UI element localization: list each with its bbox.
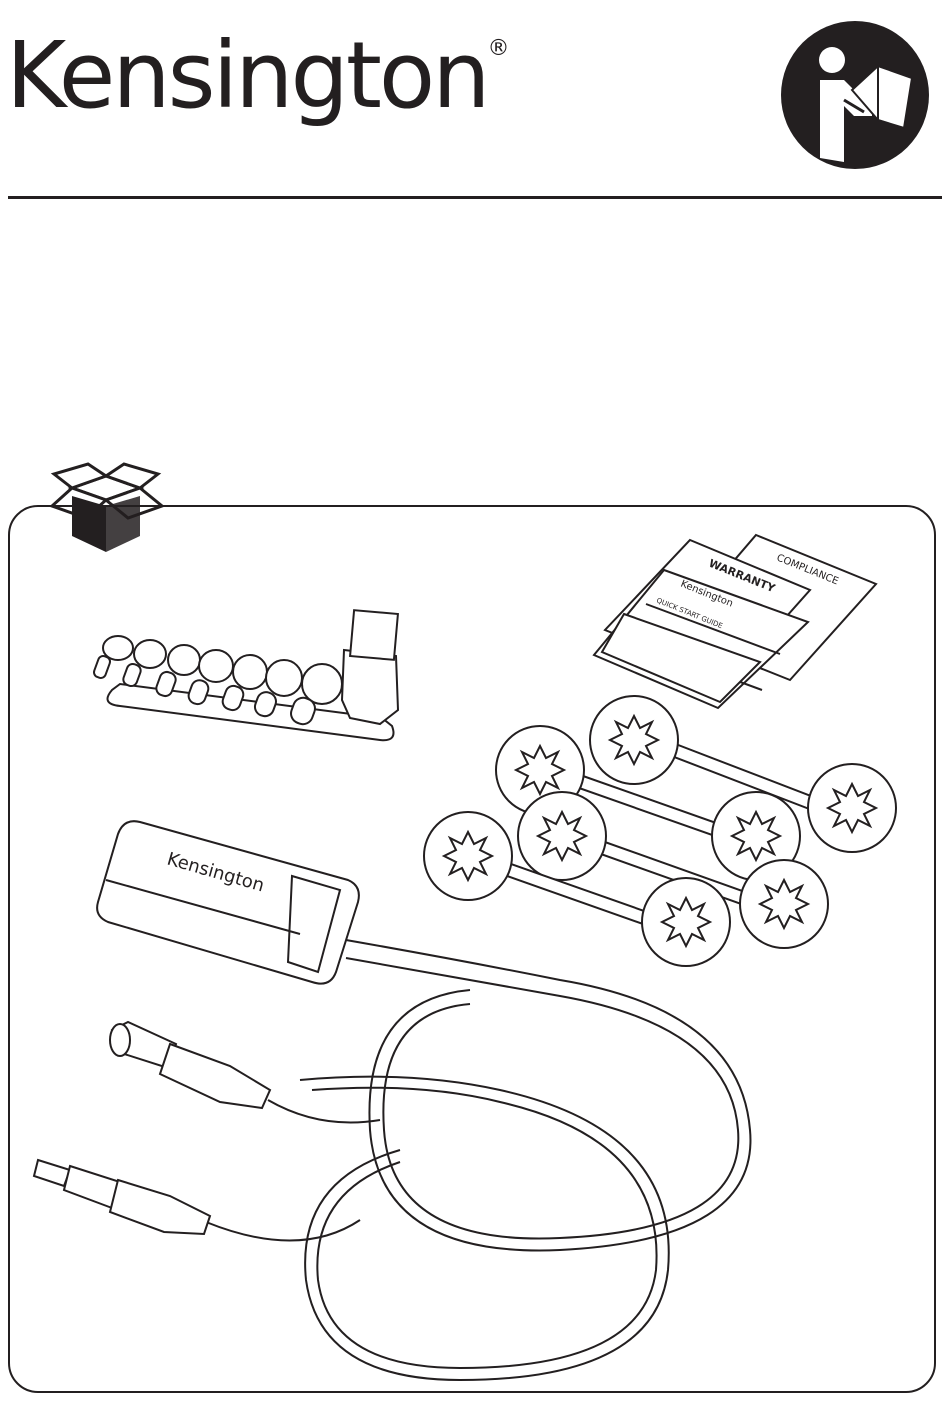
car-plug-connector [110,1022,270,1108]
adapter-tips-tray [93,610,398,740]
cable-ties [424,696,896,966]
power-cable [206,940,750,1380]
power-driver-module [97,821,359,983]
documents-stack [594,535,876,708]
usb-tip [342,610,398,724]
barrel-plug-connector [34,1160,210,1234]
